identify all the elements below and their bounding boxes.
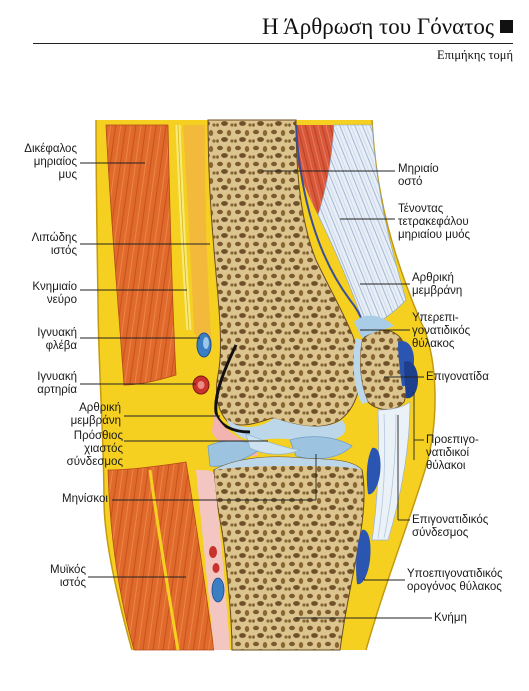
vessel-lower-blue xyxy=(211,577,225,603)
leader-lines xyxy=(80,162,432,619)
label-patellar-ligament: Επιγονατιδικός σύνδεσμος xyxy=(412,514,489,539)
calf-muscle xyxy=(107,461,215,651)
label-popliteal-artery: Ιγνυακή αρτηρία xyxy=(37,371,77,396)
label-patella: Επιγονατίδα xyxy=(426,371,489,383)
calf-fascia-line xyxy=(148,469,180,651)
label-synovial-membrane-right: Αρθρική μεμβράνη xyxy=(412,272,463,297)
page-title: Η Άρθρωση του Γόνατος xyxy=(0,14,513,40)
anterior-cruciate-ligament xyxy=(245,433,302,455)
infrapatellar-bursa-lower xyxy=(356,529,371,585)
label-muscle-tissue: Μυϊκός ιστός xyxy=(50,564,86,589)
infrapatellar-bursa-upper xyxy=(366,447,381,495)
suprapatellar-bursa xyxy=(354,315,394,338)
femur-bone xyxy=(207,119,361,427)
prepatellar-bursa-lower xyxy=(404,360,418,399)
label-acl: Πρόσθιος χιαστός σύνδεσμος xyxy=(66,430,123,468)
tibial-cartilage xyxy=(214,457,362,470)
vessel-lower-red-2 xyxy=(212,563,220,573)
label-tibial-nerve: Κνημιαίο νεύρο xyxy=(32,281,77,306)
label-tibia: Κνήμη xyxy=(434,612,467,624)
vessel-lower-red-1 xyxy=(209,546,217,558)
label-biceps-femoris: Δικέφαλος μηριαίος μυς xyxy=(24,143,77,181)
label-adipose-tissue: Λιπώδης ιστός xyxy=(31,232,77,257)
title-divider xyxy=(33,43,513,45)
synovial-membrane-left xyxy=(214,344,251,434)
quadriceps-muscle xyxy=(288,125,334,215)
vastus-band xyxy=(183,125,212,345)
label-popliteal-vein: Ιγνυακή φλέβα xyxy=(37,327,77,352)
patellar-cartilage xyxy=(353,338,368,404)
biceps-femoris-muscle xyxy=(105,124,177,386)
page-subtitle: Επιμήκης τομή xyxy=(437,48,513,62)
title-square-icon xyxy=(500,20,513,33)
skin-anterior-edge xyxy=(365,119,436,651)
posterior-tibial-strip xyxy=(196,470,230,650)
label-quadriceps-tendon: Τένοντας τετρακεφάλου μηριαίου μυός xyxy=(398,203,471,241)
tibia-bone xyxy=(213,456,365,651)
label-femur: Μηριαίο οστό xyxy=(398,163,439,188)
page-title-text: Η Άρθρωση του Γόνατος xyxy=(262,14,494,39)
label-suprapatellar-bursa: Υπερεπι- γονατιδικός θύλακος xyxy=(412,312,471,350)
femoral-cartilage xyxy=(226,418,346,441)
skin-posterior-edge xyxy=(95,119,133,651)
label-prepatellar-bursae: Προεπιγο- νατιδικοί θύλακοι xyxy=(426,434,479,472)
label-infrapatellar-bursa: Υποεπιγονατιδικός ορογόνος θύλακος xyxy=(407,568,503,593)
label-menisci: Μηνίσκοι xyxy=(62,493,108,505)
label-synovial-membrane-left: Αρθρική μεμβράνη xyxy=(70,402,121,427)
